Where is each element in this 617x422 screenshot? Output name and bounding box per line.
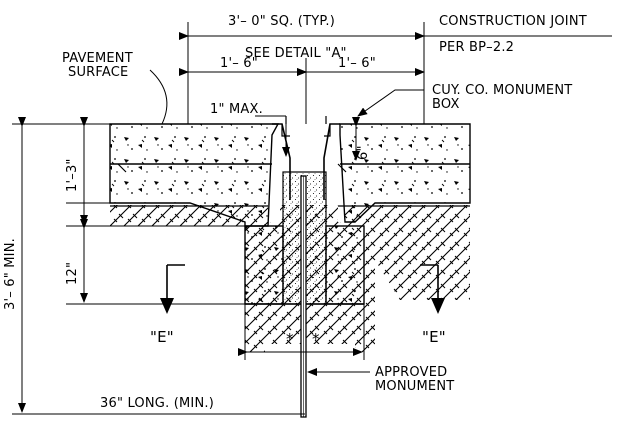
pavement-label-line1: PAVEMENT xyxy=(62,51,133,66)
total-depth-label: 3'– 6" MIN. xyxy=(3,238,18,310)
top-dimensions xyxy=(179,22,612,124)
pavement-label-line2: SURFACE xyxy=(68,65,128,80)
monument-rod xyxy=(300,175,307,418)
half-left-dimension: 1'– 6" xyxy=(220,56,258,71)
monument-box-label-line1: CUY. CO. MONUMENT xyxy=(432,83,572,98)
max-gap-label: 1" MAX. xyxy=(210,102,263,117)
half-right-dimension: 1'– 6" xyxy=(338,56,376,71)
monument-box-label-line2: BOX xyxy=(432,97,460,112)
section-left-label: "E" xyxy=(150,328,174,346)
twelve-inch-label: 12" xyxy=(65,262,80,285)
construction-joint-label-line2: PER BP–2.2 xyxy=(439,40,514,55)
section-right-label: "E" xyxy=(422,328,446,346)
detail-label: SEE DETAIL "A" xyxy=(245,46,347,61)
svg-text:*: * xyxy=(286,330,294,348)
long-min-label: 36" LONG. (MIN.) xyxy=(100,396,214,411)
bottom-dimension: * * xyxy=(238,304,365,360)
approved-monument-label-line2: MONUMENT xyxy=(375,379,454,394)
pavement-slab xyxy=(109,123,471,227)
six-inch-label: 6" xyxy=(356,145,371,160)
lower-collar xyxy=(244,225,365,305)
svg-text:*: * xyxy=(312,330,320,348)
one-foot-three-label: 1'–3" xyxy=(65,158,80,192)
section-marker-right xyxy=(420,264,445,314)
left-dimensions xyxy=(12,117,305,415)
leaders xyxy=(149,69,424,376)
approved-monument-label-line1: APPROVED xyxy=(375,365,447,380)
section-marker-left xyxy=(160,264,185,314)
square-dimension-label: 3'– 0" SQ. (TYP.) xyxy=(228,14,335,29)
construction-joint-label-line1: CONSTRUCTION JOINT xyxy=(439,14,587,29)
